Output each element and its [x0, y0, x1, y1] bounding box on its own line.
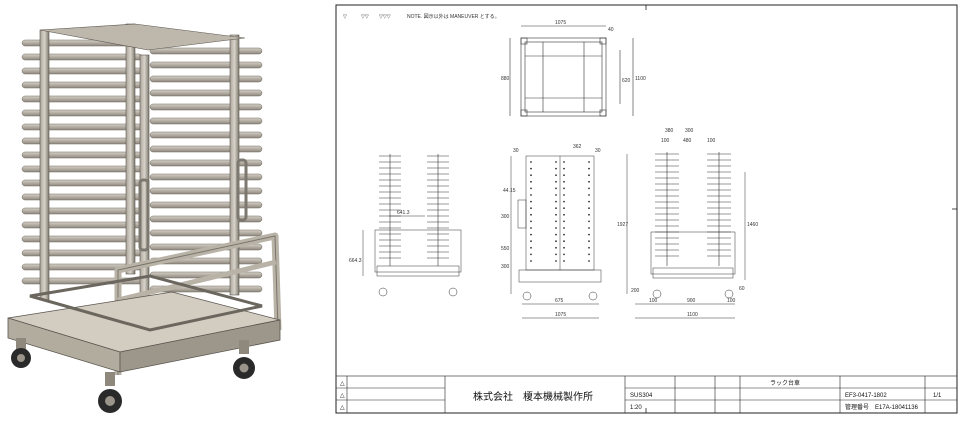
top-dim-40: 40 [608, 27, 614, 33]
part-name: ラック台車 [770, 379, 800, 387]
tray-bar [149, 89, 263, 97]
rack-cart-render-large [0, 0, 300, 420]
management-label: 管理番号 [845, 403, 869, 411]
front-dim-550: 550 [501, 246, 510, 252]
tray-bar [149, 75, 263, 83]
front-dim-300b: 300 [501, 264, 510, 270]
side-dim-480: 480 [683, 138, 692, 144]
finish-symbol-1: ▽ [343, 14, 347, 20]
side-dim-1460: 1460 [747, 222, 758, 228]
front-dim-44-15: 44.15 [503, 188, 516, 194]
management-number: E17A-18041136 [875, 405, 919, 411]
title-block [335, 375, 958, 414]
front-view [510, 155, 602, 319]
side-dim-1927: 1927 [617, 222, 628, 228]
top-view [509, 25, 634, 117]
side-dim-100b: 100 [707, 138, 716, 144]
finish-symbol-2: ▽▽ [361, 14, 369, 20]
drawing-sheet-svg: ▽ ▽▽ ▽▽▽ NOTE. 図示以外は MANEUVER とする。 1075 … [335, 4, 958, 414]
drawing-number: EF3-0417-1802 [845, 393, 887, 399]
top-dim-1100: 1100 [635, 76, 646, 82]
tray-bar [149, 145, 263, 153]
caster-wheel [98, 372, 122, 413]
note-text: NOTE. 図示以外は MANEUVER とする。 [407, 13, 500, 20]
caster-wheel [11, 338, 31, 368]
tray-bar [149, 47, 263, 55]
finish-notes: ▽ ▽▽ ▽▽▽ NOTE. 図示以外は MANEUVER とする。 [343, 13, 500, 20]
front-dim-30: 30 [513, 148, 519, 154]
top-dim-620: 620 [622, 78, 631, 84]
left-dim-664-3: 664.3 [349, 258, 362, 264]
side-dim-380: 380 [665, 128, 674, 134]
cart-base [7, 274, 281, 373]
side-dim-100d: 100 [727, 298, 736, 304]
side-dim-300: 300 [685, 128, 694, 134]
side-view-right [626, 152, 746, 319]
revision-mark-2: △ [340, 393, 345, 399]
revision-mark-1: △ [340, 381, 345, 387]
revision-mark-3: △ [340, 405, 345, 411]
render-large-svg [7, 23, 282, 413]
page-number: 1/1 [933, 393, 942, 399]
top-dim-880: 880 [501, 76, 510, 82]
tray-bar [149, 131, 263, 139]
front-dim-1075: 1075 [555, 312, 566, 318]
side-dim-200: 200 [631, 288, 640, 294]
side-dim-900: 900 [687, 298, 696, 304]
tray-slide-bars [21, 39, 263, 293]
top-dim-1075: 1075 [555, 20, 566, 26]
side-dim-1100: 1100 [687, 312, 698, 318]
tray-bar [149, 117, 263, 125]
side-view-left [362, 154, 462, 297]
scale-value: 1:20 [630, 405, 642, 411]
front-dim-300: 300 [501, 214, 510, 220]
side-dim-60: 60 [739, 286, 745, 292]
tray-bar [149, 61, 263, 69]
drawing-border [335, 4, 958, 414]
front-dim-30b: 30 [595, 148, 601, 154]
front-dim-675: 675 [555, 298, 564, 304]
tray-bar [149, 229, 263, 237]
engineering-drawing: ▽ ▽▽ ▽▽▽ NOTE. 図示以外は MANEUVER とする。 1075 … [335, 4, 958, 414]
finish-symbol-3: ▽▽▽ [379, 14, 391, 20]
tray-bar [149, 103, 263, 111]
material-value: SUS304 [630, 393, 653, 399]
side-dim-100: 100 [661, 138, 670, 144]
left-dim-641-3: 641.3 [397, 210, 410, 216]
side-dim-100c: 100 [649, 298, 658, 304]
caster-wheels [11, 338, 255, 413]
caster-wheel [233, 340, 255, 379]
company-name: 株式会社 榎本機械製作所 [473, 390, 593, 403]
front-dim-362: 362 [573, 144, 582, 150]
